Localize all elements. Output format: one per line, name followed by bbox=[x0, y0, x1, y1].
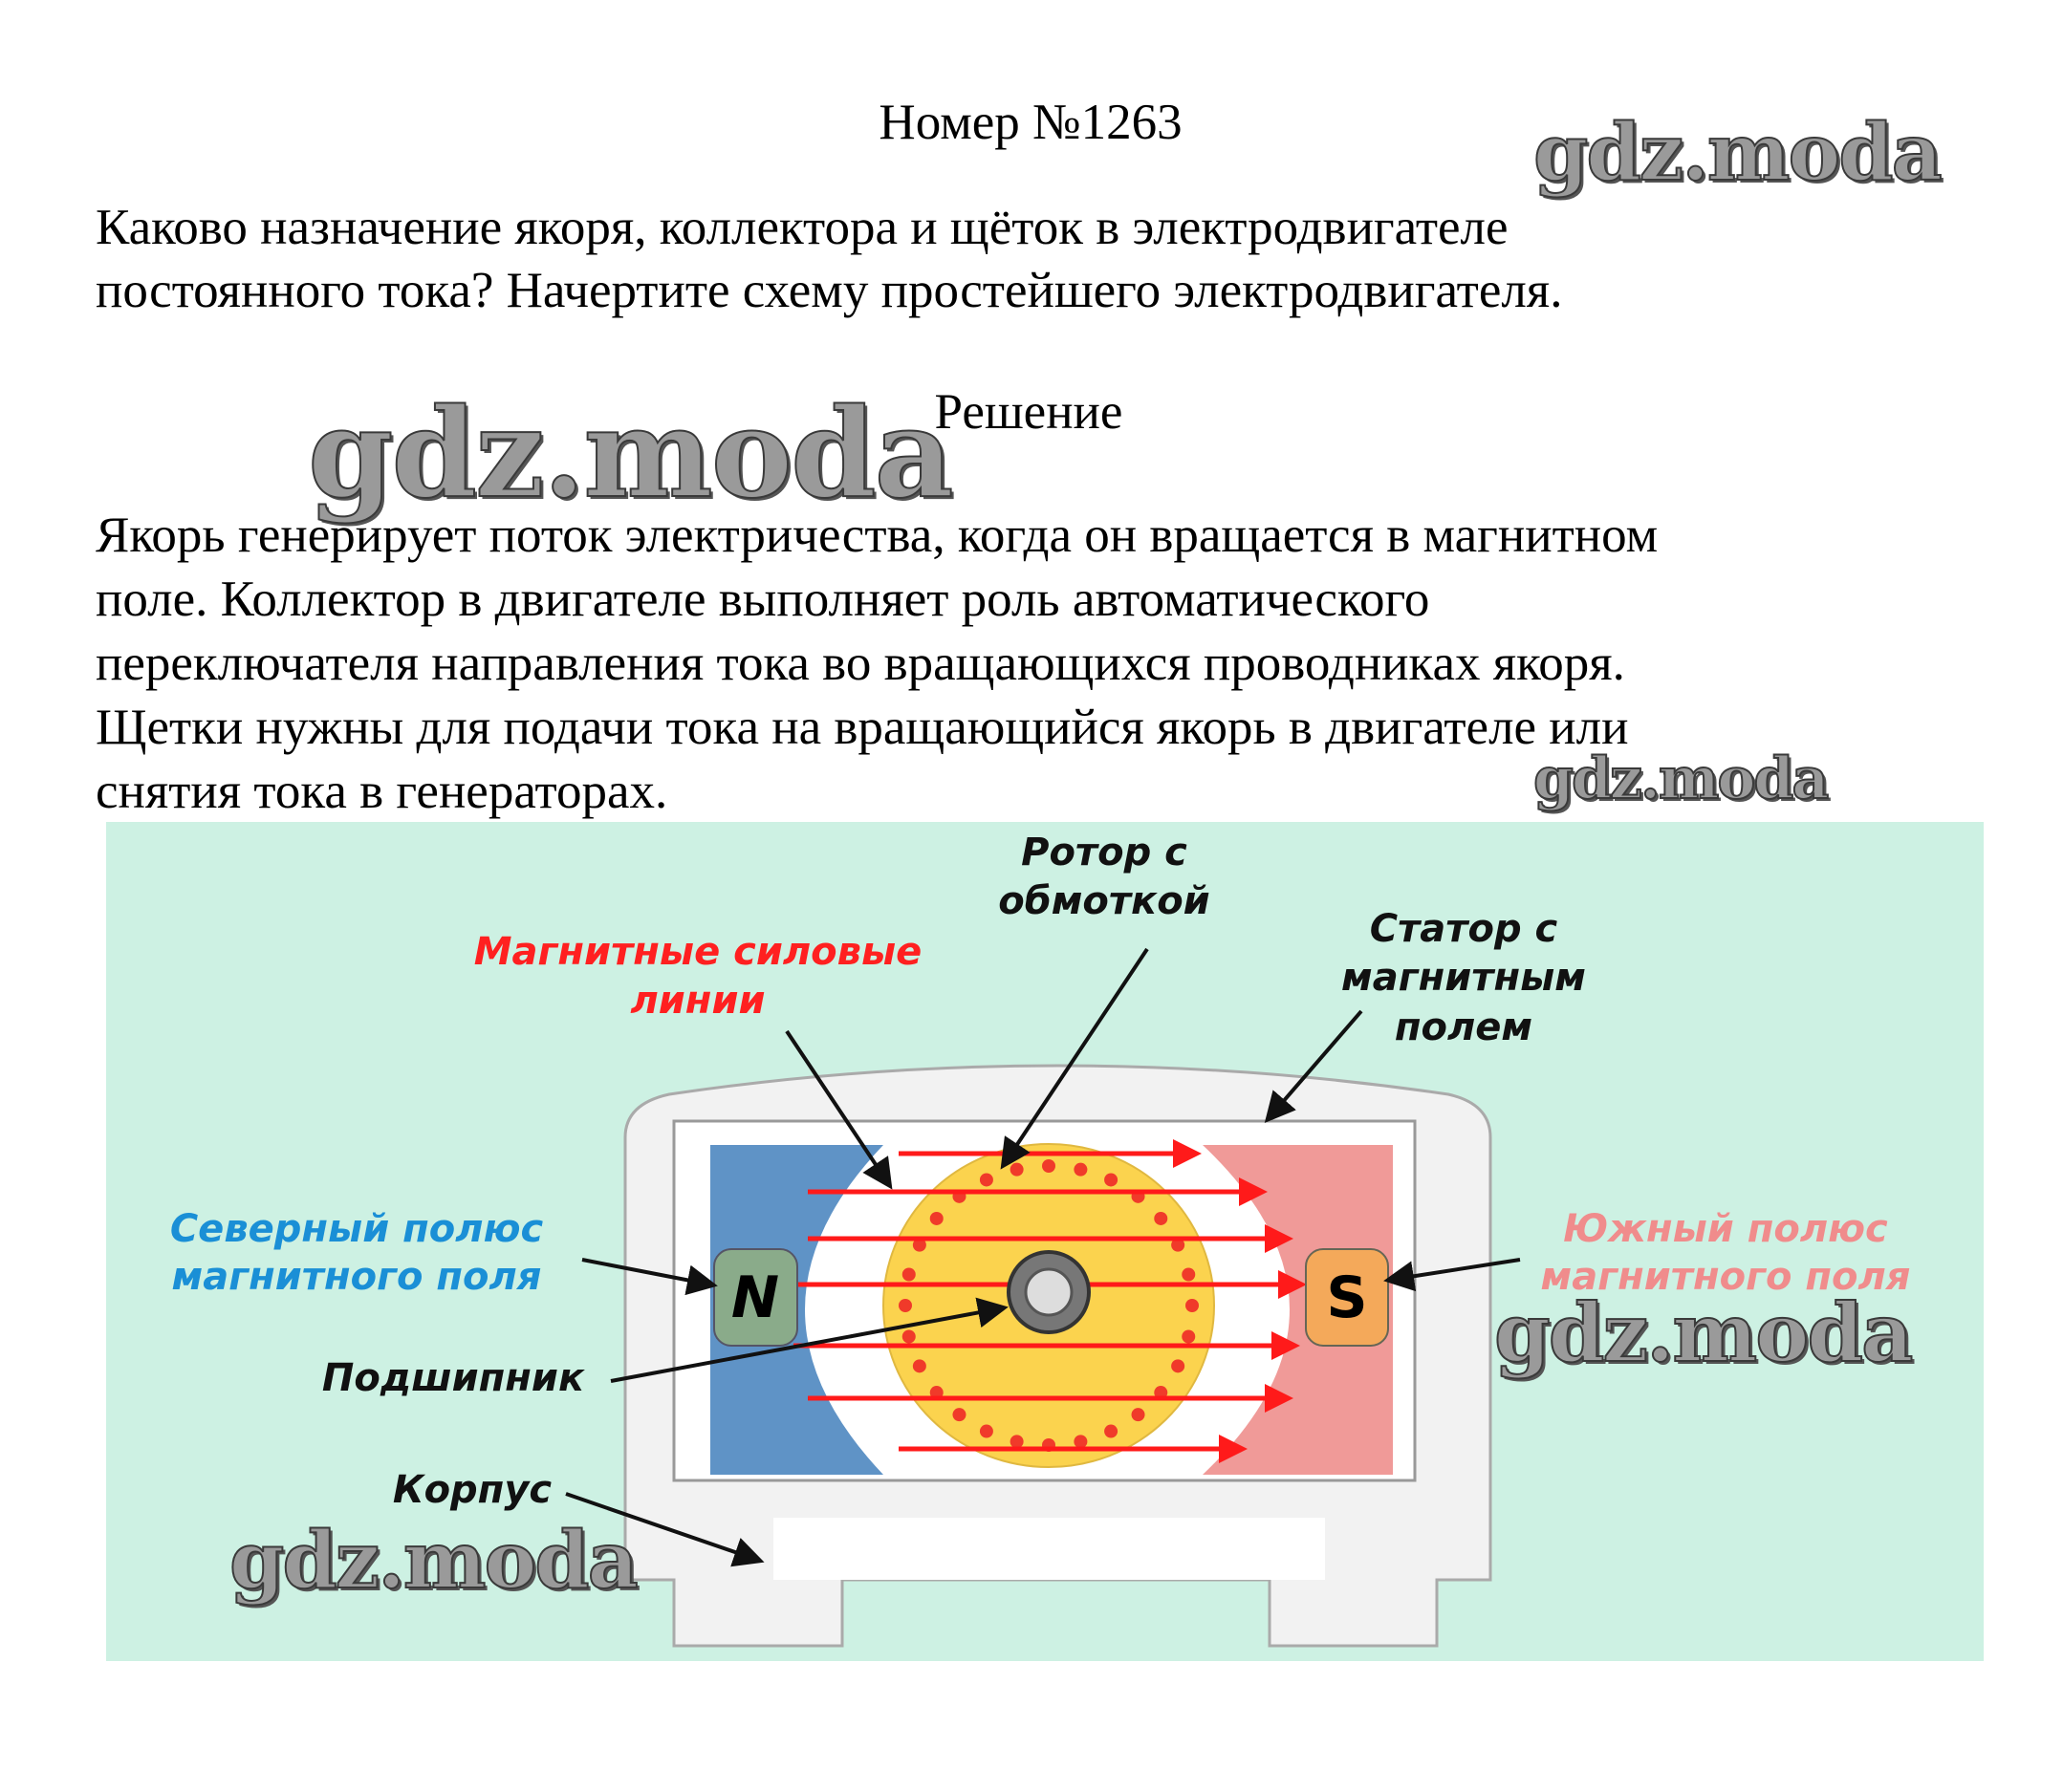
north-label: Северный полюс bbox=[170, 1207, 544, 1251]
watermark: gdz.moda bbox=[1532, 106, 1944, 200]
field-lines-label: Магнитные силовые bbox=[474, 930, 923, 974]
s-pole-box bbox=[1305, 1248, 1389, 1347]
watermark: gdz.moda bbox=[1532, 745, 1830, 813]
winding-dot bbox=[979, 1173, 993, 1187]
arrow-stator bbox=[1264, 1009, 1363, 1124]
south-label: Южный полюс bbox=[1563, 1207, 1888, 1251]
winding-dot bbox=[1171, 1238, 1185, 1252]
winding-dot bbox=[1074, 1162, 1088, 1177]
winding-dot bbox=[1171, 1359, 1185, 1373]
housing-blank bbox=[773, 1518, 1325, 1580]
winding-dot bbox=[899, 1299, 912, 1312]
arrow-bearing bbox=[610, 1297, 1009, 1383]
arrow-housing bbox=[565, 1492, 765, 1567]
arrow-north bbox=[581, 1258, 718, 1296]
winding-dot bbox=[901, 1329, 916, 1344]
south-label: магнитного поля bbox=[1541, 1255, 1911, 1299]
answer-line: переключателя направления тока во вращаю… bbox=[96, 636, 1625, 691]
winding-dot bbox=[912, 1359, 926, 1373]
watermark: gdz.moda bbox=[228, 1514, 640, 1608]
winding-dot bbox=[912, 1238, 926, 1252]
rotor-winding-dots bbox=[899, 1159, 1199, 1452]
winding-dot bbox=[1104, 1173, 1118, 1187]
winding-dot bbox=[1074, 1435, 1088, 1449]
winding-dot bbox=[929, 1211, 944, 1225]
stator-label: магнитным bbox=[1341, 956, 1586, 1000]
winding-dot bbox=[1185, 1299, 1199, 1312]
rotor-label: обмоткой bbox=[998, 879, 1209, 923]
housing-label: Корпус bbox=[393, 1468, 553, 1512]
arrow-south bbox=[1383, 1258, 1521, 1292]
winding-dot bbox=[1010, 1435, 1024, 1449]
winding-dot bbox=[1042, 1159, 1055, 1173]
winding-dot bbox=[1182, 1267, 1196, 1282]
winding-dot bbox=[1010, 1162, 1024, 1177]
winding-dot bbox=[952, 1408, 966, 1422]
n-pole-box bbox=[713, 1248, 798, 1347]
s-pole-label: S bbox=[1326, 1264, 1367, 1331]
bearing-shaft bbox=[1024, 1267, 1074, 1317]
field-lines-label: линии bbox=[630, 979, 765, 1023]
question-line: постоянного тока? Начертите схему просте… bbox=[96, 263, 1563, 318]
stator-label: полем bbox=[1395, 1005, 1532, 1049]
winding-dot bbox=[1131, 1408, 1145, 1422]
north-label: магнитного поля bbox=[172, 1255, 542, 1299]
rotor-label: Ротор с bbox=[1021, 831, 1187, 874]
arrow-rotor bbox=[1000, 947, 1149, 1170]
watermark: gdz.moda bbox=[1493, 1285, 1914, 1381]
problem-title: Номер №1263 bbox=[879, 95, 1183, 150]
winding-dot bbox=[1104, 1424, 1118, 1438]
n-pole-label: N bbox=[731, 1264, 779, 1331]
arrow-field-lines bbox=[785, 1029, 893, 1190]
stator-label: Статор с bbox=[1370, 907, 1558, 951]
solution-heading: Решение bbox=[934, 384, 1123, 440]
bearing-label: Подшипник bbox=[322, 1356, 585, 1400]
winding-dot bbox=[1182, 1329, 1196, 1344]
winding-dot bbox=[979, 1424, 993, 1438]
answer-line: поле. Коллектор в двигателе выполняет ро… bbox=[96, 572, 1430, 627]
watermark: gdz.moda bbox=[307, 381, 954, 527]
pointer-arrows bbox=[565, 947, 1521, 1567]
answer-line: снятия тока в генераторах. bbox=[96, 764, 668, 819]
question-line: Каково назначение якоря, коллектора и щё… bbox=[96, 200, 1509, 255]
answer-line: Якорь генерирует поток электричества, ко… bbox=[96, 507, 1659, 563]
answer-line: Щетки нужны для подачи тока на вращающий… bbox=[96, 700, 1629, 755]
winding-dot bbox=[901, 1267, 916, 1282]
winding-dot bbox=[1154, 1211, 1168, 1225]
